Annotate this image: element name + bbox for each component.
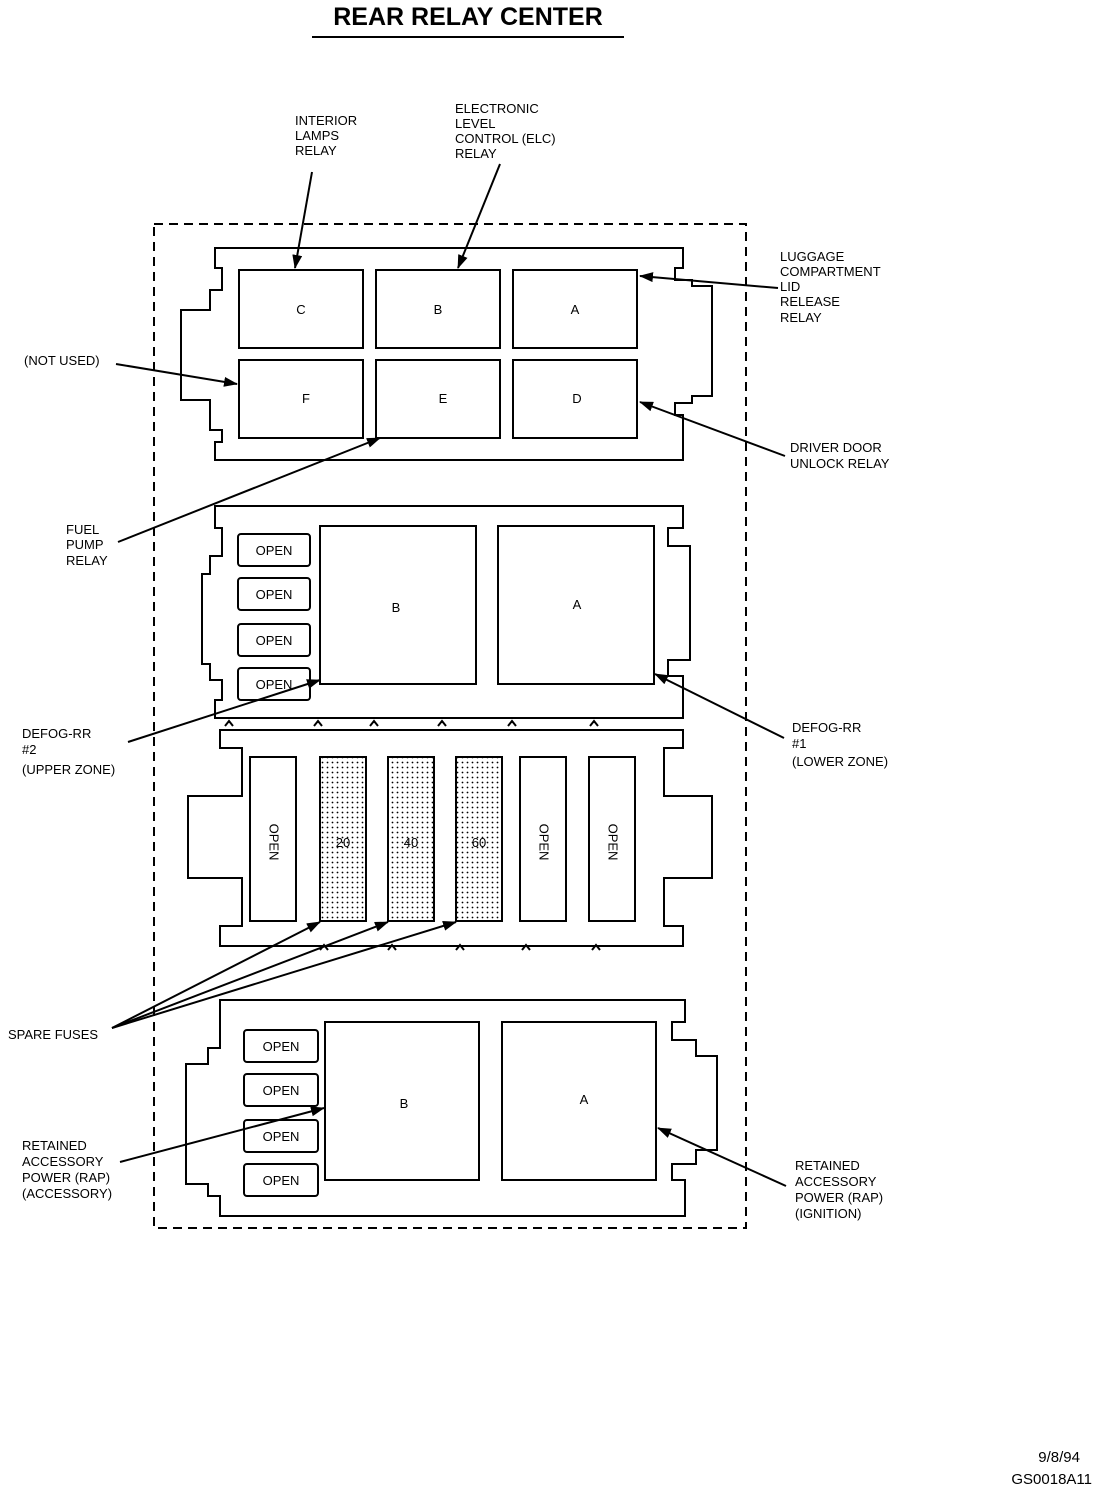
arrow-rap-accessory (119, 1106, 325, 1163)
rap-open-slot-3-label: OPEN (263, 1129, 300, 1144)
footer-reference: GS0018A11 (1011, 1471, 1092, 1488)
callout-defog-upper: DEFOG-RR #2 (UPPER ZONE) (22, 726, 115, 777)
rap-open-slot-1 (243, 1029, 319, 1063)
callout-rap-ignition: RETAINED ACCESSORY POWER (RAP) (IGNITION… (795, 1158, 887, 1221)
spare-fuse-60 (455, 756, 503, 922)
relay-f (238, 359, 364, 439)
callout-not-used: (NOT USED) (24, 353, 100, 368)
rap-open-slot-2-label: OPEN (263, 1083, 300, 1098)
callout-driver-door: DRIVER DOOR UNLOCK RELAY (790, 440, 890, 471)
open-slot-2 (237, 577, 311, 611)
defog-relay-block: OPEN OPEN OPEN OPEN B A (201, 505, 691, 719)
open-slot-1 (237, 533, 311, 567)
fuse-slot-5-label: OPEN (537, 824, 552, 861)
arrow-interior-lamps (292, 171, 313, 269)
callout-fuel-pump: FUEL PUMP RELAY (66, 522, 108, 568)
spare-fuse-40-label: 40 (404, 835, 418, 850)
fuse-block-housing (187, 729, 713, 947)
open-slot-3-label: OPEN (256, 633, 293, 648)
defog-relay-a-label: A (573, 597, 582, 612)
rap-relay-block: OPEN OPEN OPEN OPEN B A (185, 999, 718, 1217)
fuse-block: OPEN 20 40 60 OPEN OPEN (187, 719, 713, 951)
callout-spare-fuses: SPARE FUSES (8, 1027, 98, 1042)
rap-open-slot-4-label: OPEN (263, 1173, 300, 1188)
spare-fuse-40 (387, 756, 435, 922)
footer-date: 9/8/94 (1038, 1449, 1080, 1466)
arrow-spare-fuse-60 (111, 921, 457, 1029)
defog-relay-b (319, 525, 477, 685)
relay-c (238, 269, 364, 349)
spare-fuse-60-label: 60 (472, 835, 486, 850)
open-slot-1-label: OPEN (256, 543, 293, 558)
fuse-slot-1-label: OPEN (267, 824, 282, 861)
arrow-luggage (639, 272, 779, 289)
rap-relay-a-label: A (580, 1092, 589, 1107)
fuse-block-bottom-notches (319, 943, 601, 951)
relay-a-top (512, 269, 638, 349)
rap-relay-a (501, 1021, 657, 1181)
relay-f-label: F (302, 391, 310, 406)
fuse-block-top-notches (224, 719, 599, 727)
rap-open-slot-2 (243, 1073, 319, 1107)
arrow-driver-door (639, 401, 786, 457)
arrow-elc (457, 163, 501, 269)
rap-open-slot-4 (243, 1163, 319, 1197)
fuse-slot-5 (519, 756, 567, 922)
callout-defog-lower: DEFOG-RR #1 (LOWER ZONE) (792, 720, 888, 769)
relay-c-label: C (296, 302, 305, 317)
callout-rap-accessory: RETAINED ACCESSORY POWER (RAP) (ACCESSOR… (22, 1138, 114, 1201)
open-slot-2-label: OPEN (256, 587, 293, 602)
fuse-slot-1 (249, 756, 297, 922)
relay-e (375, 359, 501, 439)
defog-relay-b-label: B (392, 600, 401, 615)
relay-center-boundary (153, 223, 747, 1229)
callout-interior-lamps: INTERIOR LAMPS RELAY (295, 113, 361, 158)
relay-d (512, 359, 638, 439)
rap-relay-b (324, 1021, 480, 1181)
spare-fuse-20 (319, 756, 367, 922)
arrow-spare-fuse-40 (111, 921, 389, 1029)
callout-elc: ELECTRONIC LEVEL CONTROL (ELC) RELAY (455, 101, 559, 161)
relay-e-label: E (439, 391, 448, 406)
arrow-spare-fuse-20 (111, 921, 321, 1029)
arrow-not-used (115, 363, 238, 387)
top-relay-block: C B A F E D (180, 247, 713, 461)
relay-b-top (375, 269, 501, 349)
arrow-fuel-pump (117, 437, 381, 543)
relay-b-top-label: B (434, 302, 443, 317)
relay-d-label: D (572, 391, 581, 406)
arrow-rap-ignition (657, 1127, 787, 1187)
spare-fuse-20-label: 20 (336, 835, 350, 850)
page-title: REAR RELAY CENTER (333, 3, 603, 31)
open-slot-3 (237, 623, 311, 657)
arrow-defog-lower (654, 673, 785, 739)
fuse-slot-6-label: OPEN (606, 824, 621, 861)
defog-relay-a (497, 525, 655, 685)
relay-a-top-label: A (571, 302, 580, 317)
rap-block-housing (185, 999, 718, 1217)
fuse-slot-6 (588, 756, 636, 922)
defog-block-housing (201, 505, 691, 719)
arrow-defog-upper (127, 679, 321, 743)
open-slot-4-label: OPEN (256, 677, 293, 692)
rap-relay-b-label: B (400, 1096, 409, 1111)
rap-open-slot-1-label: OPEN (263, 1039, 300, 1054)
callout-luggage: LUGGAGE COMPARTMENT LID RELEASE RELAY (780, 249, 884, 325)
